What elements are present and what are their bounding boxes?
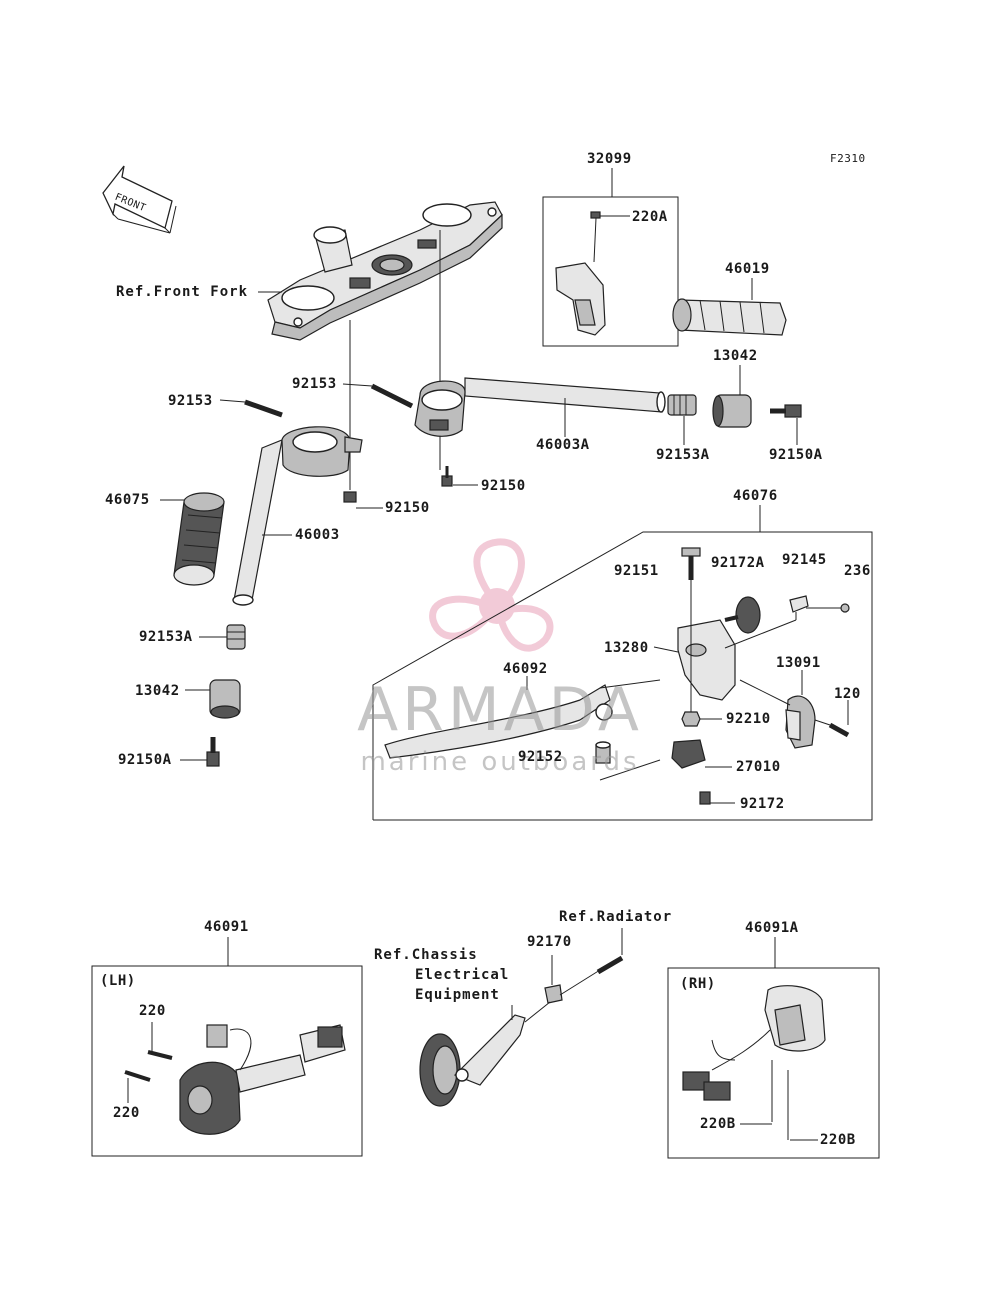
part-46019-grip [672,298,787,336]
label-220B-right: 220B [820,1132,856,1148]
part-92172A-adjuster [724,596,761,634]
label-92153-left: 92153 [168,393,213,409]
label-220B-left: 220B [700,1116,736,1132]
label-13280: 13280 [604,640,649,656]
part-46091A-right-switch [682,985,826,1101]
label-46076: 46076 [733,488,778,504]
label-32099: 32099 [587,151,632,167]
part-46091-left-switch [179,1024,346,1135]
label-92145: 92145 [782,552,827,568]
label-92172: 92172 [740,796,785,812]
part-92152-bushing [595,741,611,764]
part-46075-grip [173,492,225,586]
part-32099-holder [555,211,606,336]
part-92153-left-clamp-bolt [244,399,283,418]
part-92170-bracket [544,984,563,1004]
label-236: 236 [844,563,871,579]
part-92153-right-clamp-bolt [370,383,414,409]
part-46091-box [91,965,363,1157]
label-46092: 46092 [503,661,548,677]
label-220A: 220A [632,209,668,225]
label-92153A-right: 92153A [656,447,710,463]
label-46091: 46091 [204,919,249,935]
part-32099-box [542,196,679,347]
label-46003: 46003 [295,527,340,543]
label-lh: (LH) [100,973,136,989]
label-92210: 92210 [726,711,771,727]
label-46075: 46075 [105,492,150,508]
label-46091A: 46091A [745,920,799,936]
label-120: 120 [834,686,861,702]
part-92150-right-bolt [441,466,453,487]
part-92150A-right-bolt [770,404,802,418]
part-92150-left-bolt [343,491,357,503]
watermark-tagline: marine outboards [360,747,640,777]
label-46019: 46019 [725,261,770,277]
label-92153-right: 92153 [292,376,337,392]
label-ref-front-fork: Ref.Front Fork [116,284,249,300]
part-236-screw [840,603,850,613]
label-13091: 13091 [776,655,821,671]
part-92153A-left-bar-end [226,624,246,650]
part-radiator-bolt [596,955,624,975]
label-220-upper: 220 [139,1003,166,1019]
top-triple-clamp [267,201,503,341]
part-46003-left-handlebar [232,426,363,606]
label-92152: 92152 [518,749,563,765]
label-27010: 27010 [736,759,781,775]
label-46003A: 46003A [536,437,590,453]
part-46092-brake-lever [384,684,613,759]
label-92150-right: 92150 [481,478,526,494]
part-13280-master-cylinder [677,619,736,701]
watermark-brand: ARMADA [357,675,643,745]
label-220-lower: 220 [113,1105,140,1121]
label-92150-left: 92150 [385,500,430,516]
label-92172A: 92172A [711,555,765,571]
label-ref-chassis-line2: Electrical [415,967,510,983]
part-46076-group-box [372,531,873,821]
label-rh: (RH) [680,976,716,992]
part-92151-pivot-bolt [681,547,701,580]
label-13042-left: 13042 [135,683,180,699]
part-92150A-left-bolt [206,737,220,767]
watermark-propeller-logo [429,538,554,652]
label-92151: 92151 [614,563,659,579]
part-120-bolt [828,722,850,738]
part-13042-right-weight [712,394,752,428]
part-92172-screw [699,791,711,805]
label-ref-chassis-line3: Equipment [415,987,500,1003]
label-ref-chassis-line1: Ref.Chassis [374,947,478,963]
figure-code: F2310 [830,152,866,165]
label-92150A-left: 92150A [118,752,172,768]
part-13042-left-weight [209,679,241,719]
label-92170: 92170 [527,934,572,950]
part-220-screw-b [124,1070,151,1082]
part-horn [419,1014,526,1107]
front-arrow-icon [102,165,177,234]
label-13042-right: 13042 [713,348,758,364]
part-92153A-right-bar-end [667,394,697,416]
part-46003A-right-handlebar [414,377,666,437]
label-ref-radiator: Ref.Radiator [559,909,673,925]
part-92145-spring [789,595,809,613]
part-92210-nut [681,711,701,727]
part-13091-clamp [785,695,816,749]
label-92150A-right: 92150A [769,447,823,463]
part-220-screw-a [147,1050,173,1060]
part-27010-switch [671,739,706,769]
part-46091A-box [667,967,880,1159]
label-92153A-left: 92153A [139,629,193,645]
